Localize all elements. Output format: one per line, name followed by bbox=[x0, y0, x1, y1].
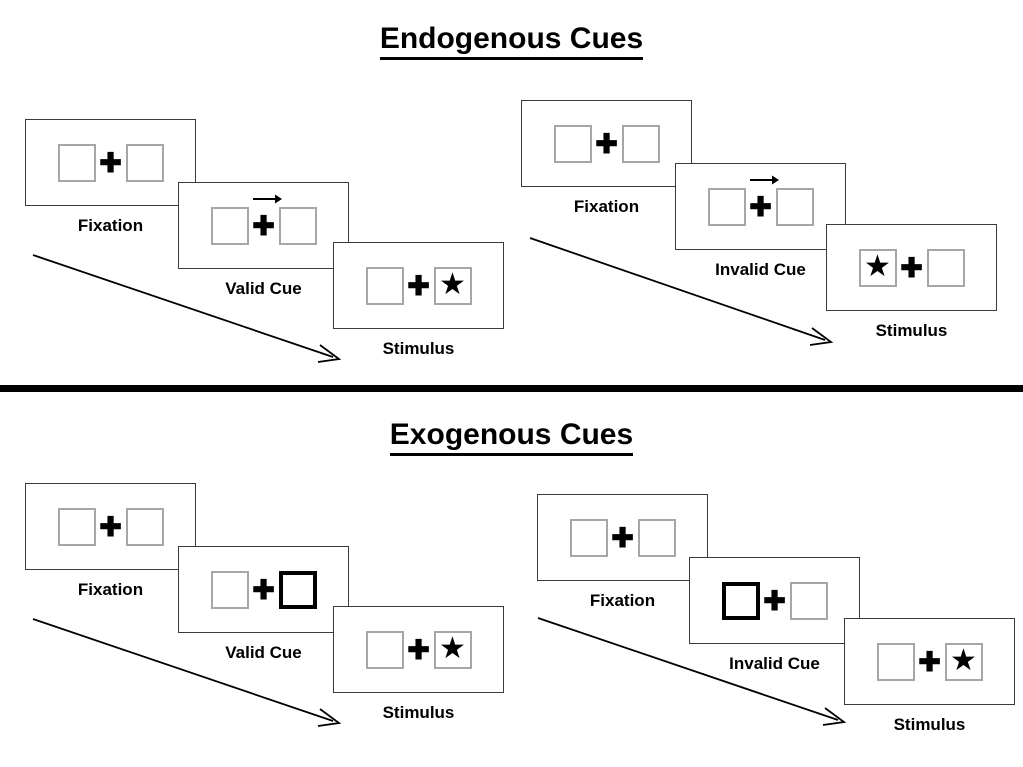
fixation-plus-icon: ✚ bbox=[407, 271, 430, 301]
placeholder-box-left bbox=[57, 143, 96, 182]
placeholder-box-left bbox=[57, 507, 96, 546]
caption-endogenous-invalid-fixation: Fixation bbox=[573, 197, 640, 216]
placeholder-box-left bbox=[569, 518, 608, 557]
placeholder-box-left bbox=[553, 124, 592, 163]
fixation-cross: ✚ bbox=[592, 125, 622, 163]
panel-exogenous-invalid-cue: ✚ bbox=[689, 557, 860, 644]
section-title-endogenous-text: Endogenous Cues bbox=[379, 22, 644, 60]
panel-content: ✚ ★ bbox=[845, 619, 1014, 704]
panel-content: ✚ ★ bbox=[334, 607, 503, 692]
panel-content: ✚ bbox=[538, 495, 707, 580]
placeholder-box-left bbox=[876, 642, 915, 681]
placeholder-box-right bbox=[637, 518, 676, 557]
fixation-cross: ✚ bbox=[608, 519, 638, 557]
fixation-cross: ✚ bbox=[760, 582, 790, 620]
fixation-cross: ✚ bbox=[249, 571, 279, 609]
fixation-plus-icon: ✚ bbox=[595, 129, 618, 159]
section-title-endogenous: Endogenous Cues bbox=[0, 22, 1023, 60]
fixation-plus-icon: ✚ bbox=[99, 512, 122, 542]
panel-content: ✚ bbox=[522, 101, 691, 186]
panel-content: ✚ bbox=[179, 183, 348, 268]
caption-endogenous-valid-stimulus: Stimulus bbox=[382, 339, 455, 358]
panel-endogenous-valid-stimulus: ✚ ★ bbox=[333, 242, 504, 329]
fixation-plus-icon: ✚ bbox=[252, 575, 275, 605]
placeholder-box-left bbox=[365, 266, 404, 305]
placeholder-box-right bbox=[789, 581, 828, 620]
caption-endogenous-invalid-stimulus: Stimulus bbox=[875, 321, 948, 340]
panel-endogenous-valid-fixation: ✚ bbox=[25, 119, 196, 206]
placeholder-box-right bbox=[775, 187, 814, 226]
placeholder-box-left bbox=[210, 206, 249, 245]
target-box-right: ★ bbox=[433, 266, 472, 305]
fixation-plus-icon: ✚ bbox=[407, 635, 430, 665]
panel-content: ✚ bbox=[676, 164, 845, 249]
caption-exogenous-valid-cue: Valid Cue bbox=[225, 643, 302, 662]
caption-exogenous-valid-stimulus: Stimulus bbox=[382, 703, 455, 722]
fixation-cross: ✚ bbox=[404, 267, 434, 305]
caption-endogenous-valid-fixation: Fixation bbox=[77, 216, 144, 235]
panel-endogenous-valid-cue: ✚ bbox=[178, 182, 349, 269]
fixation-cross: ✚ bbox=[96, 508, 126, 546]
fixation-cross: ✚ bbox=[96, 144, 126, 182]
fixation-cross: ✚ bbox=[915, 643, 945, 681]
panel-endogenous-invalid-stimulus: ★ ✚ bbox=[826, 224, 997, 311]
placeholder-box-left bbox=[210, 570, 249, 609]
fixation-cross: ✚ bbox=[404, 631, 434, 669]
fixation-cross: ✚ bbox=[897, 249, 927, 287]
fixation-plus-icon: ✚ bbox=[918, 647, 941, 677]
panel-endogenous-invalid-cue: ✚ bbox=[675, 163, 846, 250]
panel-exogenous-valid-fixation: ✚ bbox=[25, 483, 196, 570]
fixation-plus-icon: ✚ bbox=[99, 148, 122, 178]
panel-content: ✚ bbox=[179, 547, 348, 632]
fixation-plus-icon: ✚ bbox=[763, 586, 786, 616]
peripheral-cue-box-right bbox=[278, 570, 317, 609]
placeholder-box-right bbox=[278, 206, 317, 245]
fixation-plus-icon: ✚ bbox=[252, 211, 275, 241]
caption-endogenous-invalid-cue: Invalid Cue bbox=[715, 260, 806, 279]
panel-content: ✚ bbox=[26, 120, 195, 205]
right-arrow-cue-icon bbox=[252, 194, 282, 203]
panel-endogenous-invalid-fixation: ✚ bbox=[521, 100, 692, 187]
panel-exogenous-valid-cue: ✚ bbox=[178, 546, 349, 633]
placeholder-box-right bbox=[926, 248, 965, 287]
target-box-right: ★ bbox=[433, 630, 472, 669]
panel-content: ★ ✚ bbox=[827, 225, 996, 310]
star-target-icon: ★ bbox=[950, 643, 977, 677]
caption-endogenous-valid-cue: Valid Cue bbox=[225, 279, 302, 298]
placeholder-box-right bbox=[125, 507, 164, 546]
star-target-icon: ★ bbox=[439, 267, 466, 301]
caption-exogenous-invalid-fixation: Fixation bbox=[589, 591, 656, 610]
panel-exogenous-invalid-stimulus: ✚ ★ bbox=[844, 618, 1015, 705]
caption-exogenous-invalid-cue: Invalid Cue bbox=[729, 654, 820, 673]
fixation-cross-with-cue: ✚ bbox=[249, 194, 282, 245]
panel-content: ✚ bbox=[26, 484, 195, 569]
placeholder-box-left bbox=[365, 630, 404, 669]
placeholder-box-right bbox=[125, 143, 164, 182]
section-title-exogenous: Exogenous Cues bbox=[0, 418, 1023, 456]
target-box-left: ★ bbox=[858, 248, 897, 287]
panel-content: ✚ ★ bbox=[334, 243, 503, 328]
peripheral-cue-box-left bbox=[721, 581, 760, 620]
placeholder-box-right bbox=[621, 124, 660, 163]
star-target-icon: ★ bbox=[864, 249, 891, 283]
section-title-exogenous-text: Exogenous Cues bbox=[389, 418, 634, 456]
caption-exogenous-invalid-stimulus: Stimulus bbox=[893, 715, 966, 734]
target-box-right: ★ bbox=[944, 642, 983, 681]
fixation-cross-with-cue: ✚ bbox=[746, 175, 779, 226]
fixation-plus-icon: ✚ bbox=[749, 192, 772, 222]
caption-exogenous-valid-fixation: Fixation bbox=[77, 580, 144, 599]
panel-exogenous-invalid-fixation: ✚ bbox=[537, 494, 708, 581]
fixation-plus-icon: ✚ bbox=[611, 523, 634, 553]
panel-content: ✚ bbox=[690, 558, 859, 643]
right-arrow-cue-icon bbox=[749, 175, 779, 184]
placeholder-box-left bbox=[707, 187, 746, 226]
panel-exogenous-valid-stimulus: ✚ ★ bbox=[333, 606, 504, 693]
section-divider bbox=[0, 385, 1023, 392]
star-target-icon: ★ bbox=[439, 631, 466, 665]
fixation-plus-icon: ✚ bbox=[900, 253, 923, 283]
